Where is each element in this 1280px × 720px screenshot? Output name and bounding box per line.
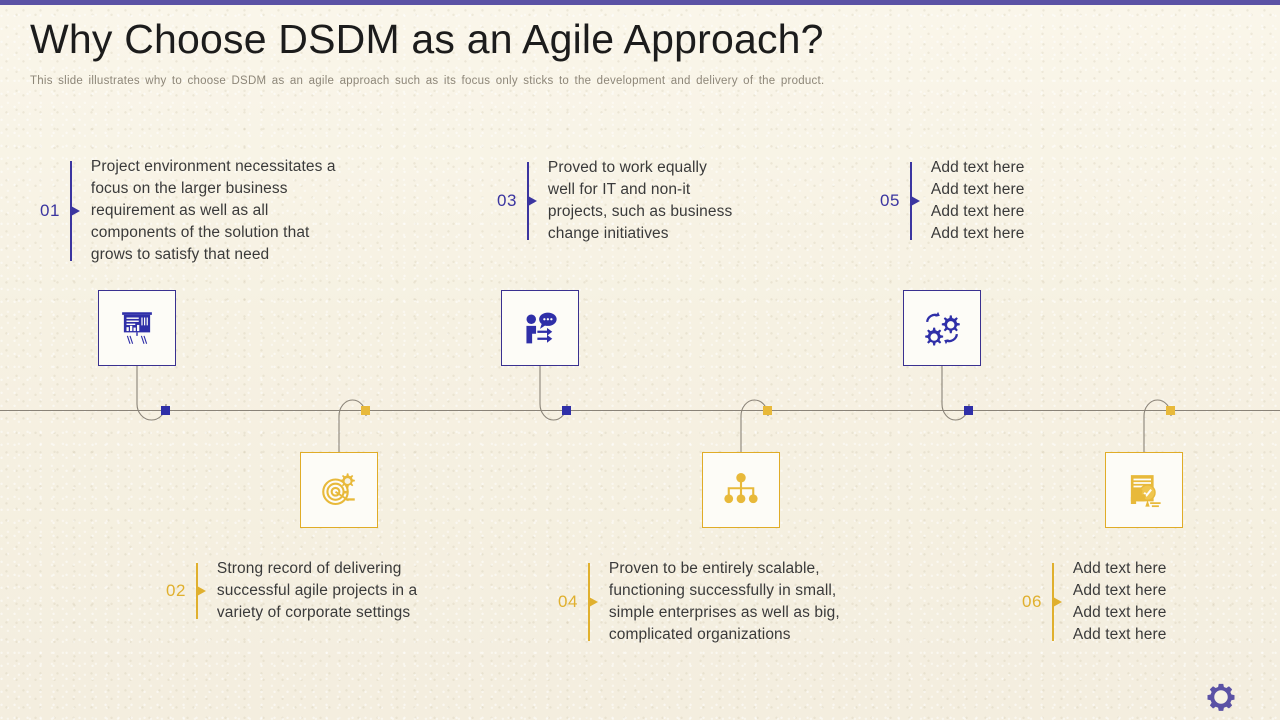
timeline-marker-04 — [763, 406, 772, 415]
item-text-03: Proved to work equally well for IT and n… — [547, 159, 733, 242]
timeline-marker-02 — [361, 406, 370, 415]
certificate-thumbs-up-icon — [1130, 475, 1161, 508]
item-number-06: 06 — [1022, 592, 1042, 611]
icon-box-04[interactable] — [702, 452, 780, 528]
top-accent-bar — [0, 0, 1280, 5]
item-number-03: 03 — [497, 191, 517, 210]
icon-box-01[interactable] — [98, 290, 176, 366]
target-gear-icon — [322, 473, 355, 506]
item-number-02: 02 — [166, 581, 186, 600]
item-pointer-03 — [525, 156, 539, 246]
item-block-06[interactable]: 06 Add text here Add text here Add text … — [1022, 557, 1166, 647]
item-pointer-02 — [194, 557, 208, 625]
item-pointer-06 — [1050, 557, 1064, 647]
timeline-axis — [0, 410, 1280, 411]
item-pointer-05 — [908, 156, 922, 246]
gear-icon — [1207, 683, 1235, 711]
icon-box-06[interactable] — [1105, 452, 1183, 528]
icon-box-02[interactable] — [300, 452, 378, 528]
item-number-04: 04 — [558, 592, 578, 611]
item-block-03[interactable]: 03 Proved to work equally well for IT an… — [497, 156, 732, 246]
item-text-04: Proven to be entirely scalable, function… — [608, 560, 840, 643]
timeline-marker-06 — [1166, 406, 1175, 415]
item-block-04[interactable]: 04 Proven to be entirely scalable, funct… — [558, 557, 840, 647]
item-block-01[interactable]: 01 Project environment necessitates a fo… — [40, 155, 336, 267]
item-block-02[interactable]: 02 Strong record of delivering successfu… — [166, 557, 417, 625]
icon-box-03[interactable] — [501, 290, 579, 366]
item-text-06: Add text here Add text here Add text her… — [1072, 560, 1167, 643]
item-text-05: Add text here Add text here Add text her… — [930, 159, 1025, 242]
person-speech-bubble-icon — [526, 312, 557, 344]
item-number-01: 01 — [40, 201, 60, 220]
item-text-01: Project environment necessitates a focus… — [90, 158, 336, 263]
hierarchy-org-chart-icon — [724, 473, 758, 504]
page-subtitle: This slide illustrates why to choose DSD… — [30, 75, 825, 87]
gears-rotation-icon — [925, 311, 960, 346]
page-title: Why Choose DSDM as an Agile Approach? — [30, 16, 824, 62]
item-pointer-01 — [68, 155, 82, 267]
item-text-02: Strong record of delivering successful a… — [216, 560, 418, 621]
icon-box-05[interactable] — [903, 290, 981, 366]
item-pointer-04 — [586, 557, 600, 647]
item-block-05[interactable]: 05 Add text here Add text here Add text … — [880, 156, 1024, 246]
presentation-board-chart-icon — [122, 312, 152, 344]
timeline-marker-05 — [964, 406, 973, 415]
timeline-marker-03 — [562, 406, 571, 415]
item-number-05: 05 — [880, 191, 900, 210]
timeline-marker-01 — [161, 406, 170, 415]
